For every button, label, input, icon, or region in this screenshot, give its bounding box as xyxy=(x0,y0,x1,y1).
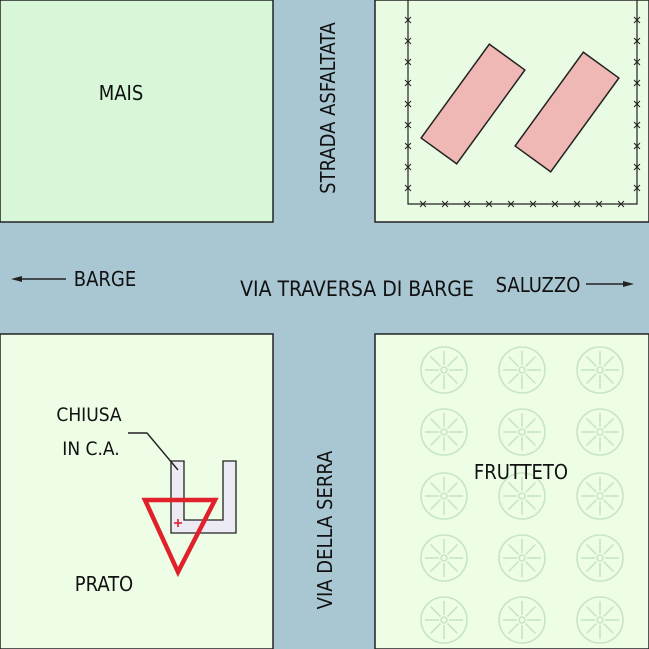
tree-icon xyxy=(576,408,624,456)
tree-icon xyxy=(420,596,468,644)
fence-post xyxy=(633,121,641,129)
arrow-right-icon xyxy=(586,281,634,287)
fence-post xyxy=(404,142,412,150)
fence-post xyxy=(404,100,412,108)
label-chiusa-line2: IN C.A. xyxy=(62,438,119,460)
fence-post xyxy=(617,200,625,208)
tree-icon xyxy=(420,534,468,582)
tree-icon xyxy=(420,408,468,456)
fence-post xyxy=(529,200,537,208)
buildings xyxy=(420,43,620,173)
fence-post xyxy=(633,163,641,171)
label-via-traversa-di-barge: VIA TRAVERSA DI BARGE xyxy=(240,277,474,301)
fence-post xyxy=(573,200,581,208)
fence-post xyxy=(404,79,412,87)
fence-post xyxy=(633,142,641,150)
tree-icon xyxy=(498,534,546,582)
label-strada-asfaltata: STRADA ASFALTATA xyxy=(316,21,340,193)
tree-icon xyxy=(576,596,624,644)
fence-post xyxy=(404,121,412,129)
label-mais: MAIS xyxy=(99,81,144,105)
label-chiusa-line1: CHIUSA xyxy=(56,404,122,426)
fence-post xyxy=(633,16,641,24)
triangle-symbol-icon xyxy=(141,497,219,578)
tree-icon xyxy=(498,596,546,644)
label-via-della-serra: VIA DELLA SERRA xyxy=(313,450,337,609)
tree-icon xyxy=(498,472,546,520)
fence-post xyxy=(595,200,603,208)
field-property xyxy=(374,0,649,223)
tree-icon xyxy=(576,472,624,520)
tree-icon xyxy=(498,346,546,394)
building-1 xyxy=(420,43,526,165)
callout-leader xyxy=(128,432,179,471)
label-prato: PRATO xyxy=(75,572,133,596)
label-frutteto: FRUTTETO xyxy=(474,460,568,484)
label-direction-saluzzo: SALUZZO xyxy=(496,273,581,297)
arrow-left-icon xyxy=(11,276,66,282)
fence-icon xyxy=(404,0,641,208)
tree-icon xyxy=(576,534,624,582)
fence-line xyxy=(407,0,638,205)
fence-post xyxy=(633,58,641,66)
fence-post xyxy=(507,200,515,208)
fence-post xyxy=(404,163,412,171)
tree-icon xyxy=(498,408,546,456)
tree-icon xyxy=(576,346,624,394)
fence-post xyxy=(551,200,559,208)
fence-post xyxy=(485,200,493,208)
label-direction-barge: BARGE xyxy=(74,267,136,291)
fence-post xyxy=(404,37,412,45)
fence-post xyxy=(633,79,641,87)
fence-post xyxy=(633,37,641,45)
fence-post xyxy=(463,200,471,208)
tree-icon xyxy=(420,472,468,520)
fence-post xyxy=(419,200,427,208)
fence-post xyxy=(404,184,412,192)
fence-post xyxy=(633,184,641,192)
fence-post xyxy=(404,58,412,66)
building-2 xyxy=(514,51,620,173)
tree-icon xyxy=(420,346,468,394)
fence-post xyxy=(633,100,641,108)
orchard-trees xyxy=(420,346,624,644)
field-mais xyxy=(0,0,274,223)
fence-post xyxy=(404,16,412,24)
field-frutteto xyxy=(374,333,649,649)
fence-post xyxy=(441,200,449,208)
